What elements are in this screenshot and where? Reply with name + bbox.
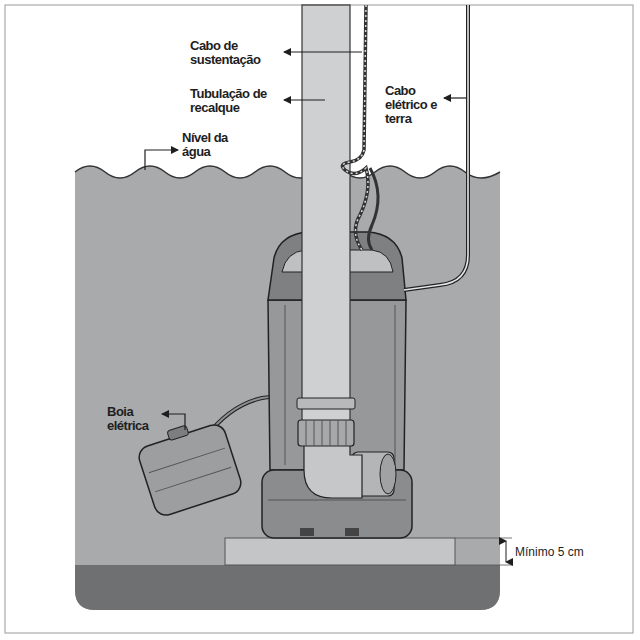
water [75,166,500,610]
pipe-elbow [304,440,362,498]
frame [5,5,633,633]
pump-base-detail [268,500,406,501]
support-rope [369,168,379,250]
dimension-line [506,541,507,562]
leader-arrow [284,51,362,52]
pipe-nut [298,420,354,446]
pump-inlet [345,528,359,536]
power-cable [404,5,468,290]
dimension-extension [455,565,512,566]
pump-inlet [300,528,314,536]
part-label: Boia elétrica [107,405,161,433]
discharge-pipe [302,5,350,425]
rope-twist [342,5,368,250]
nut-ridges [306,420,346,446]
part-label: Tubulação de recalque [190,87,270,115]
part-label: Nível da água [182,131,244,159]
leader-arrow [284,99,325,100]
float-body [136,422,244,518]
base-block [225,538,455,565]
pipe-clamp [297,398,355,409]
float-switch [134,414,244,518]
part-label: Cabo elétrico e terra [385,84,441,126]
float-cap [167,425,189,441]
leader-arrow [162,414,185,430]
dimension-extension [455,538,512,539]
leader-arrow [444,97,466,98]
power-cable [404,5,468,290]
water-surface [75,166,500,178]
support-rope [342,5,368,250]
float-detail [149,448,231,492]
dimension-label: Mínimo 5 cm [515,545,625,559]
leader-arrow [145,150,178,170]
pump-outlet-rim [380,454,396,494]
part-label: Cabo de sustentação [190,39,274,67]
tank-floor [75,565,500,610]
